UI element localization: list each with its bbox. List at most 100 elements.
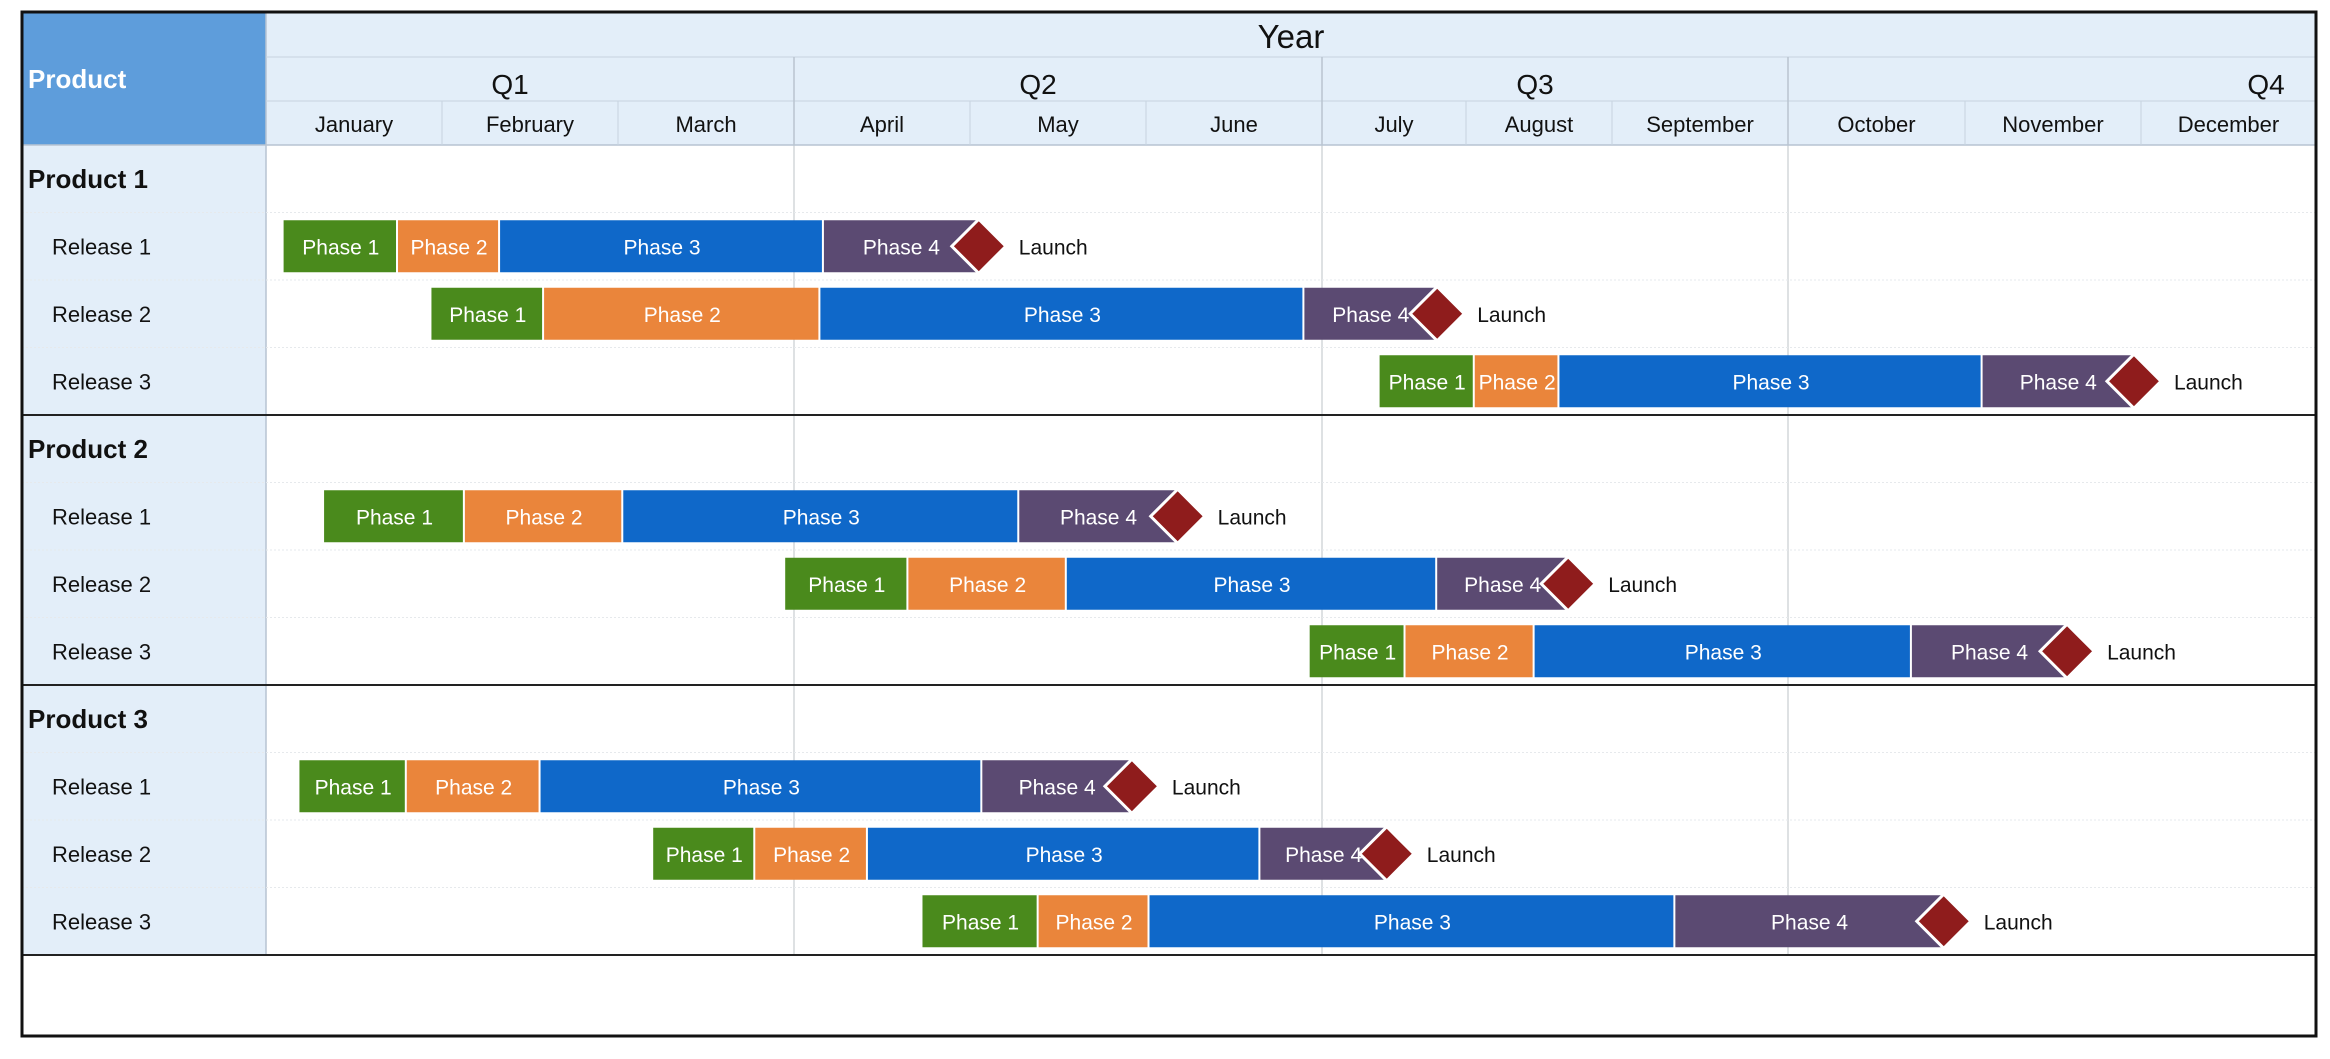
release-label: Release 3 [52,639,151,664]
phase-label: Phase 1 [808,574,885,597]
product-label: Product 1 [28,164,148,194]
phase-bar [398,220,499,273]
phase-bar [785,557,907,610]
month-label: November [2002,112,2103,137]
phase-bar [283,220,396,273]
launch-milestone-diamond [1357,824,1416,883]
phase-label: Phase 2 [1432,641,1509,664]
month-label: October [1837,112,1915,137]
launch-milestone-diamond [949,217,1008,276]
phase-bar [1675,895,1942,948]
release-label: Release 1 [52,504,151,529]
month-label: May [1037,112,1079,137]
phase-bar [1534,625,1910,678]
phase-label: Phase 2 [949,574,1026,597]
phase-label: Phase 3 [1024,304,1101,327]
phase-bar [431,287,543,340]
phase-bar [820,287,1303,340]
phase-bar [653,827,754,880]
phase-bar [755,827,866,880]
launch-label: Launch [2107,641,2176,664]
phase-label: Phase 3 [1732,371,1809,394]
phase-bar [623,490,1018,543]
phase-bar [540,760,981,813]
phase-label: Phase 1 [356,506,433,529]
phase-bar [867,827,1259,880]
phase-bar [1474,355,1558,408]
phase-label: Phase 1 [449,304,526,327]
phase-bar [406,760,539,813]
product-label: Product 2 [28,434,148,464]
release-label: Release 3 [52,369,151,394]
phase-bar [544,287,819,340]
phase-bar [1309,625,1404,678]
launch-milestone-diamond [2104,352,2164,411]
phase-label: Phase 3 [723,776,800,799]
phase-bar [324,490,463,543]
launch-milestone-diamond [1148,487,1207,546]
phase-label: Phase 4 [1951,641,2028,664]
launch-label: Launch [1218,506,1287,529]
phase-label: Phase 2 [435,776,512,799]
phase-label: Phase 3 [1213,574,1290,597]
phase-label: Phase 1 [942,911,1019,934]
phase-label: Phase 2 [773,844,850,867]
month-label: June [1210,112,1258,137]
launch-milestone-diamond [1102,757,1162,816]
phase-bar [500,220,822,273]
phase-label: Phase 3 [1026,844,1103,867]
launch-milestone-diamond [2037,622,2097,681]
launch-label: Launch [1608,574,1677,597]
phase-label: Phase 3 [1374,911,1451,934]
phase-label: Phase 4 [1332,304,1409,327]
timeline-header-bg [266,12,2316,145]
month-label: March [675,112,736,137]
phase-label: Phase 2 [1479,371,1556,394]
phase-label: Phase 1 [302,236,379,259]
month-label: August [1505,112,1574,137]
launch-label: Launch [1172,776,1241,799]
phase-label: Phase 3 [623,236,700,259]
phase-label: Phase 4 [1060,506,1137,529]
phase-label: Phase 1 [1319,641,1396,664]
phase-bar [922,895,1037,948]
phase-bar [1405,625,1533,678]
phase-bar [1149,895,1674,948]
phase-label: Phase 3 [1685,641,1762,664]
phase-label: Phase 2 [411,236,488,259]
month-label: February [486,112,574,137]
launch-label: Launch [1984,911,2053,934]
release-label: Release 3 [52,909,151,934]
phase-label: Phase 1 [666,844,743,867]
phase-bar [464,490,622,543]
phase-bar [1038,895,1148,948]
phase-label: Phase 4 [2020,371,2097,394]
quarter-label: Q4 [2247,69,2284,100]
phase-label: Phase 2 [1056,911,1133,934]
phase-bar [1066,557,1436,610]
month-label: September [1646,112,1754,137]
launch-milestone-diamond [1408,284,1467,343]
launch-milestone-diamond [1914,892,1973,951]
quarter-label: Q2 [1019,69,1056,100]
phase-label: Phase 4 [1771,911,1848,934]
launch-milestone-diamond [1539,554,1598,613]
phase-label: Phase 1 [1389,371,1466,394]
release-label: Release 2 [52,302,151,327]
product-header-cell [22,12,266,145]
phase-label: Phase 2 [506,506,583,529]
phase-label: Phase 1 [315,776,392,799]
phase-bar [1559,355,1981,408]
phase-label: Phase 3 [783,506,860,529]
release-label: Release 2 [52,842,151,867]
month-label: December [2178,112,2279,137]
launch-label: Launch [2174,371,2243,394]
chart-border [20,10,2318,1038]
release-label: Release 1 [52,234,151,259]
quarter-label: Q1 [491,69,528,100]
launch-label: Launch [1427,844,1496,867]
phase-label: Phase 4 [1464,574,1541,597]
release-label: Release 1 [52,774,151,799]
